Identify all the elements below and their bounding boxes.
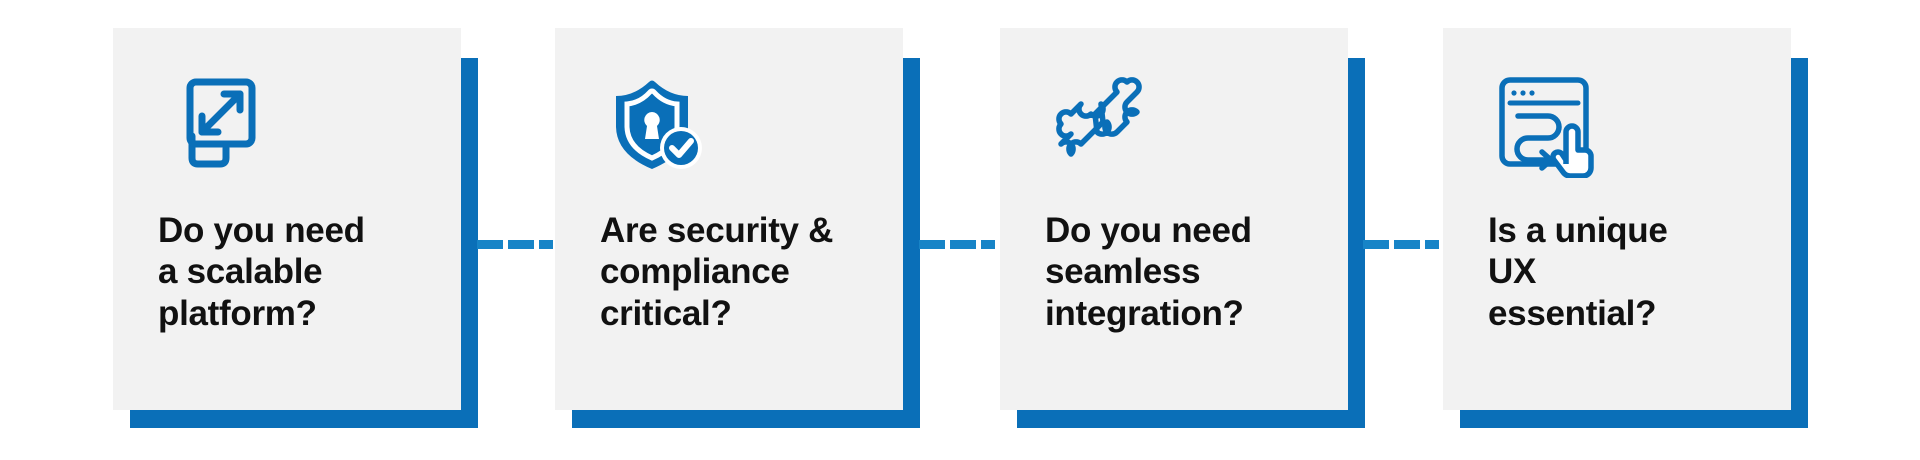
dash-segment <box>539 240 553 249</box>
card-accent-right-bar <box>458 58 478 428</box>
dash-segment <box>1425 240 1439 249</box>
card-accent-right-bar <box>900 58 920 428</box>
card-accent-right-bar <box>1345 58 1365 428</box>
puzzle-pieces-icon <box>1045 68 1155 178</box>
card-accent-bottom-bar <box>572 410 920 428</box>
card-title: Are security & compliance critical? <box>600 211 834 333</box>
card-face: Is a unique UX essential? <box>1443 28 1791 410</box>
dash-segment <box>1394 240 1420 249</box>
card-accent-bottom-bar <box>130 410 478 428</box>
shield-lock-check-icon <box>600 68 710 178</box>
connector-3 <box>1363 240 1439 249</box>
card-title: Is a unique UX essential? <box>1488 211 1668 333</box>
criteria-card-1[interactable]: Do you need a scalable platform? <box>113 0 478 460</box>
browser-ux-cursor-icon <box>1488 68 1598 178</box>
expand-scale-icon <box>158 68 268 178</box>
card-title: Do you need seamless integration? <box>1045 211 1252 333</box>
card-face: Do you need seamless integration? <box>1000 28 1348 410</box>
dash-segment <box>950 240 976 249</box>
connector-2 <box>919 240 995 249</box>
card-face: Are security & compliance critical? <box>555 28 903 410</box>
card-accent-bottom-bar <box>1017 410 1365 428</box>
connector-1 <box>477 240 553 249</box>
card-face: Do you need a scalable platform? <box>113 28 461 410</box>
criteria-card-2[interactable]: Are security & compliance critical? <box>555 0 920 460</box>
criteria-card-4[interactable]: Is a unique UX essential? <box>1443 0 1808 460</box>
criteria-card-3[interactable]: Do you need seamless integration? <box>1000 0 1365 460</box>
dash-segment <box>477 240 503 249</box>
card-accent-bottom-bar <box>1460 410 1808 428</box>
dash-segment <box>981 240 995 249</box>
dash-segment <box>919 240 945 249</box>
card-accent-right-bar <box>1788 58 1808 428</box>
dash-segment <box>1363 240 1389 249</box>
dash-segment <box>508 240 534 249</box>
card-title: Do you need a scalable platform? <box>158 211 365 333</box>
